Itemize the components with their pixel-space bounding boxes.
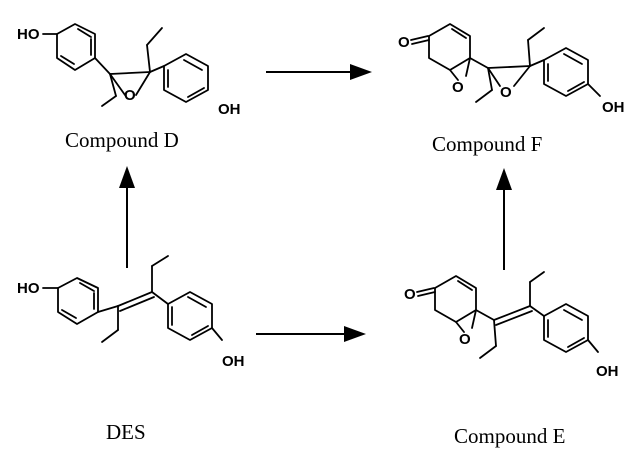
structure-compound-f: O: [398, 23, 625, 156]
atom-des-oh-bottom: OH: [222, 353, 245, 370]
caption-compound-d: Compound D: [65, 128, 179, 152]
structure-compound-d: HO O OH Co: [17, 23, 241, 152]
atom-d-oh-top: HO: [17, 26, 40, 43]
atom-f-epoxide1-o: O: [452, 79, 464, 96]
atom-e-ketone-o: O: [404, 286, 416, 303]
arrow-des-to-compound-e: [256, 326, 366, 342]
atom-e-epoxide-o: O: [459, 331, 471, 348]
atom-f-oh-bottom: OH: [602, 99, 625, 116]
atom-des-oh-top: HO: [17, 280, 40, 297]
atom-d-oh-stray: OH: [218, 101, 241, 118]
atom-f-epoxide2-o: O: [500, 84, 512, 101]
arrow-compound-d-to-compound-f: [266, 64, 372, 80]
structure-des: HO OH DES: [17, 255, 245, 444]
atom-f-ketone-o: O: [398, 34, 410, 51]
arrow-compound-e-to-compound-f: [496, 168, 512, 270]
structure-compound-e: O O: [404, 271, 619, 448]
atom-e-oh-bottom: OH: [596, 363, 619, 380]
caption-compound-e: Compound E: [454, 424, 565, 448]
atom-d-epoxide-o: O: [124, 87, 136, 104]
caption-compound-f: Compound F: [432, 132, 542, 156]
arrow-des-to-compound-d: [119, 166, 135, 268]
caption-des: DES: [106, 420, 146, 444]
